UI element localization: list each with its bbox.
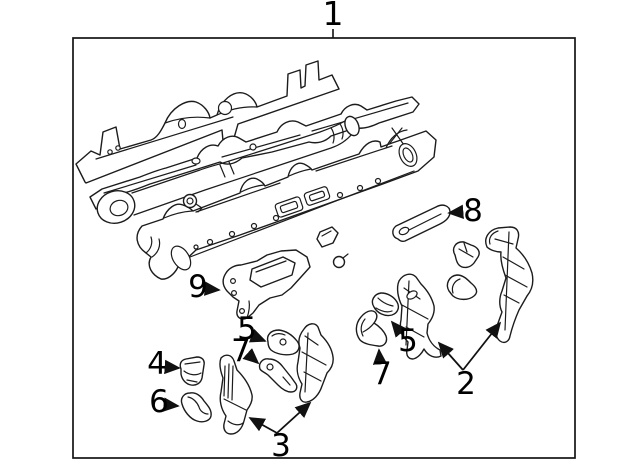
callout-8-arrow — [447, 204, 464, 219]
callout-8: 8 — [463, 193, 483, 229]
part-7-left-bracket — [258, 358, 298, 393]
callout-5-left-arrow — [248, 328, 267, 343]
callout-3-arrow-right — [276, 401, 312, 434]
part-3-gusset-left — [219, 354, 253, 435]
callout-6-arrow — [162, 397, 180, 412]
callout-5-right-arrow — [390, 320, 407, 338]
part-7-right-strap — [355, 310, 388, 347]
part-tube-rail — [96, 115, 360, 225]
callout-6: 6 — [149, 384, 169, 420]
part-8-strip — [392, 204, 451, 243]
callout-7-left-arrow — [242, 348, 260, 365]
callout-2-arrow-right — [462, 321, 502, 371]
callout-4-arrow — [164, 359, 181, 375]
part-5-left-clip — [266, 329, 300, 356]
callout-1: 1 — [322, 0, 344, 33]
callout-9-arrow — [204, 281, 221, 296]
part-upper-rail — [75, 60, 340, 184]
part-rocker-panel — [136, 127, 437, 280]
part-4-sleeve — [179, 356, 205, 386]
callout-7-left: 7 — [231, 333, 251, 369]
part-6-foot — [180, 392, 212, 423]
part-clip-upper — [452, 241, 480, 269]
callout-2: 2 — [456, 366, 476, 402]
part-3-gusset-right — [296, 323, 334, 403]
callout-arrows — [162, 204, 502, 434]
callout-3: 3 — [271, 428, 291, 464]
part-9-bracket — [222, 249, 311, 320]
callout-7-right: 7 — [372, 356, 392, 392]
part-2-gusset-right — [485, 226, 534, 344]
callout-7-right-arrow — [372, 348, 388, 365]
callout-5-right: 5 — [398, 323, 418, 359]
part-5-right-clip — [371, 292, 400, 317]
callout-2-arrow-left — [437, 341, 464, 371]
frame-border — [72, 37, 576, 459]
callout-4: 4 — [147, 346, 167, 382]
part-grommet-small — [332, 253, 349, 269]
callout-3-arrow-left — [248, 417, 278, 434]
part-grommet — [182, 193, 203, 213]
callout-9: 9 — [188, 269, 208, 305]
part-small-wedge — [316, 226, 339, 248]
part-clip-curved — [446, 274, 478, 301]
callout-5-left: 5 — [237, 311, 257, 347]
